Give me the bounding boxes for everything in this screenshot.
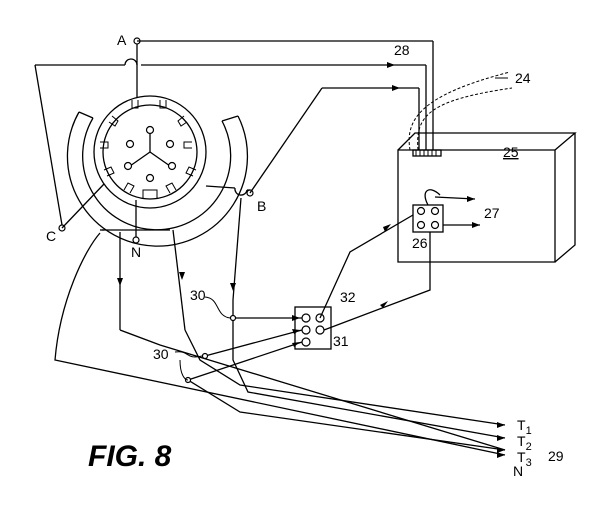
ref-25: 25	[503, 144, 519, 160]
ref-28: 28	[394, 42, 410, 58]
stator-ring-inner	[102, 104, 198, 200]
output-leads	[184, 300, 506, 458]
output-n: N	[513, 463, 523, 479]
output-t3: T3	[517, 449, 532, 469]
controller-box-25	[397, 71, 577, 263]
label-c: C	[46, 228, 56, 244]
terminal-n	[132, 236, 140, 244]
coil-stubs	[100, 100, 197, 198]
output-labels: T1 T2 T3 N	[513, 417, 532, 479]
connector-24	[412, 149, 442, 157]
phase-a-wiring	[34, 37, 434, 226]
figure-title: FIG. 8	[88, 440, 172, 473]
stator-ring-outer	[93, 95, 207, 209]
label-a: A	[117, 32, 127, 48]
output-t1: T1	[517, 417, 532, 437]
ref-24: 24	[515, 70, 531, 86]
label-n: N	[131, 244, 141, 260]
neutral-wiring	[102, 200, 506, 451]
ref-26: 26	[412, 235, 428, 251]
leader-lines	[174, 77, 508, 381]
phase-b-wiring	[205, 85, 420, 301]
star-winding	[123, 125, 177, 183]
inner-shell-arc	[82, 117, 232, 231]
ref-30-lower: 30	[153, 346, 169, 362]
junction-block-31	[184, 214, 431, 384]
ref-32: 32	[340, 289, 356, 305]
motor-housing	[66, 95, 249, 247]
label-b: B	[257, 198, 266, 214]
outer-shell-arc	[66, 111, 249, 247]
output-t2: T2	[517, 433, 532, 453]
ref-31: 31	[333, 333, 349, 349]
ref-27: 27	[484, 205, 500, 221]
ref-29: 29	[548, 448, 564, 464]
ref-30-upper: 30	[190, 287, 206, 303]
